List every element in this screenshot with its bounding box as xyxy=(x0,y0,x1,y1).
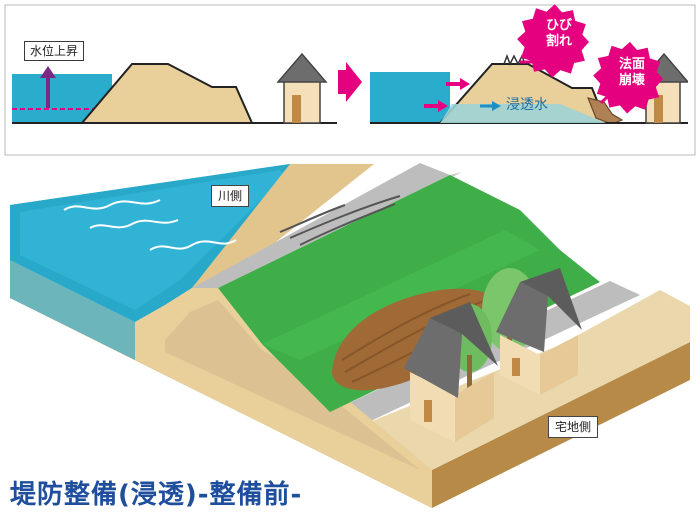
crest-crack xyxy=(279,195,401,246)
seepage-arrow-icon xyxy=(480,101,501,111)
transition-arrow-icon xyxy=(338,62,362,102)
levee-berm xyxy=(262,230,540,360)
crack-label-line1: ひび xyxy=(545,18,572,33)
crack-label: ひび 割れ xyxy=(538,18,580,50)
crack-badge xyxy=(517,4,589,78)
seepage-zone xyxy=(440,104,606,123)
page-title: 堤防整備(浸透)-整備前- xyxy=(10,480,303,510)
river-waves xyxy=(63,161,237,251)
house-icon xyxy=(496,268,582,395)
crack-label-line2: 割れ xyxy=(545,34,572,49)
house-icon xyxy=(276,52,328,124)
cross-section-after xyxy=(370,52,688,124)
levee-inner-shade xyxy=(165,300,420,470)
river-water-right xyxy=(370,72,450,123)
slope-failure-label: 法面 崩壊 xyxy=(611,57,653,89)
house-icon xyxy=(404,302,498,442)
residential-side-label: 宅地側 xyxy=(548,416,599,438)
levee-river-slope xyxy=(165,164,374,305)
seepage-water-label: 浸透水 xyxy=(506,97,548,113)
water-pressure-arrow-icon xyxy=(424,78,470,112)
water-rise-arrow-icon xyxy=(40,66,56,108)
slope-failure-label-line2: 崩壊 xyxy=(618,73,645,88)
cross-section-before xyxy=(12,52,337,124)
water-rise-label: 水位上昇 xyxy=(24,41,85,61)
river-side-label: 川側 xyxy=(211,185,250,207)
river-water-front xyxy=(10,260,135,360)
slope-failure-label-line1: 法面 xyxy=(618,57,645,72)
slope-failure-badge xyxy=(593,41,663,114)
slope-failure-pointer xyxy=(599,94,610,105)
